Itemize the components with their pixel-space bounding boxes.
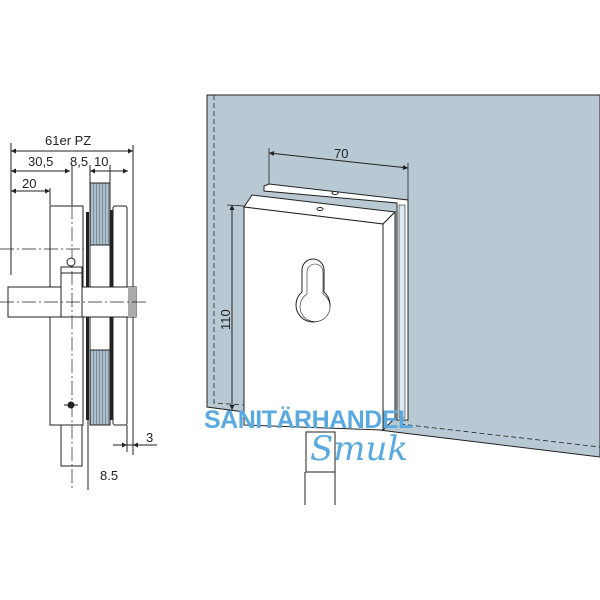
dim-line-70 (268, 151, 409, 170)
back-plate (263, 183, 409, 421)
label-30-5: 30,5 (28, 154, 53, 169)
label-61er-pz: 61er PZ (45, 133, 91, 148)
label-10: 10 (94, 154, 108, 169)
lock-side-face (382, 210, 396, 432)
side-section-view (0, 143, 157, 490)
cylinder-block (60, 266, 83, 318)
label-glass-thickness: 8.5 (100, 468, 118, 483)
watermark-script: Smuk (310, 429, 408, 469)
label-110: 110 (218, 309, 233, 330)
lower-spindle (60, 424, 83, 467)
spindle-square (305, 431, 336, 473)
perspective-view (206, 94, 600, 505)
watermark-text: SANITÄRHANDEL (204, 406, 413, 434)
keyhole (295, 258, 331, 323)
label-3: 3 (146, 430, 153, 445)
label-20: 20 (22, 176, 36, 191)
label-8-5: 8,5 (70, 154, 88, 169)
label-70: 70 (334, 146, 348, 161)
